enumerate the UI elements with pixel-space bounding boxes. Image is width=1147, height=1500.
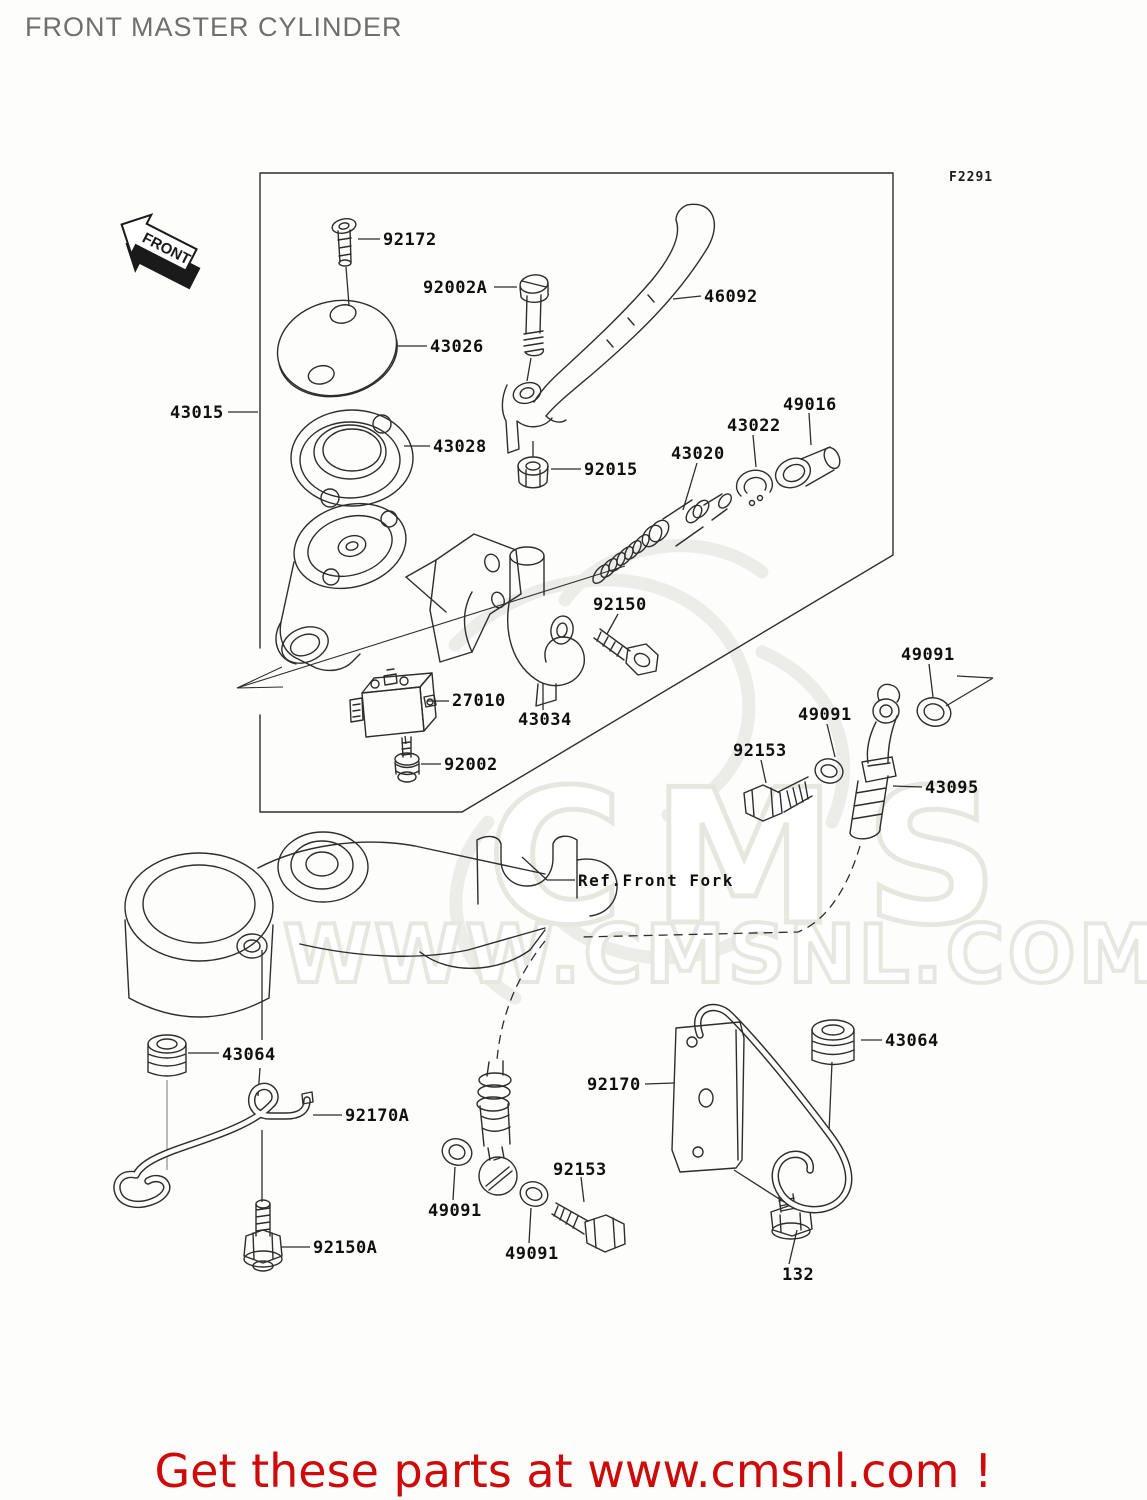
part-label-43015[interactable]: 43015 bbox=[170, 404, 224, 422]
part-label-92150A[interactable]: 92150A bbox=[313, 1239, 377, 1257]
drawing-grommet-43064-right bbox=[812, 1020, 854, 1065]
watermark-url-text: WWW.CMSNL.COM bbox=[283, 908, 1147, 1001]
drawing-circlip-43022 bbox=[737, 470, 773, 505]
part-label-92002[interactable]: 92002 bbox=[444, 756, 498, 774]
drawing-switch-27010 bbox=[350, 669, 436, 737]
part-label-46092[interactable]: 46092 bbox=[704, 288, 758, 306]
part-label-92153-bottom[interactable]: 92153 bbox=[553, 1161, 607, 1179]
ref-front-fork-label[interactable]: Ref.Front Fork bbox=[578, 872, 734, 890]
drawing-washer-49091-top-right bbox=[914, 694, 954, 730]
drawing-bracket-92170 bbox=[672, 1008, 849, 1210]
part-label-49091-top-right[interactable]: 49091 bbox=[901, 646, 955, 664]
front-arrow-icon: FRONT bbox=[105, 205, 212, 298]
page-title: FRONT MASTER CYLINDER bbox=[25, 12, 403, 43]
drawing-bushing-49016 bbox=[771, 445, 843, 493]
part-label-132[interactable]: 132 bbox=[782, 1266, 814, 1284]
part-label-49016[interactable]: 49016 bbox=[783, 396, 837, 414]
part-label-92153-right[interactable]: 92153 bbox=[733, 742, 787, 760]
drawing-diaphragm-43028 bbox=[291, 410, 413, 507]
part-label-92015[interactable]: 92015 bbox=[584, 461, 638, 479]
part-label-43026[interactable]: 43026 bbox=[430, 338, 484, 356]
part-label-49091-mid-right[interactable]: 49091 bbox=[798, 706, 852, 724]
part-label-92170[interactable]: 92170 bbox=[587, 1076, 641, 1094]
figure-code: F2291 bbox=[949, 170, 993, 185]
drawing-washer-49091-bottom-left bbox=[438, 1135, 475, 1170]
drawing-lever-46092 bbox=[502, 204, 714, 453]
part-label-49091-bottom-mid[interactable]: 49091 bbox=[505, 1245, 559, 1263]
part-label-43022[interactable]: 43022 bbox=[727, 417, 781, 435]
drawing-screw-92002 bbox=[395, 737, 419, 782]
drawing-cap-43026 bbox=[269, 290, 406, 408]
part-label-43034[interactable]: 43034 bbox=[518, 711, 572, 729]
drawing-hook-92170A bbox=[117, 1086, 313, 1204]
part-label-92170A[interactable]: 92170A bbox=[345, 1107, 409, 1125]
drawing-bolt-92150A bbox=[244, 1200, 282, 1271]
part-label-27010[interactable]: 27010 bbox=[452, 692, 506, 710]
part-label-43028[interactable]: 43028 bbox=[433, 438, 487, 456]
drawing-holder-43034 bbox=[508, 547, 585, 706]
part-label-92172[interactable]: 92172 bbox=[383, 231, 437, 249]
drawing-bolt-92002A bbox=[519, 273, 549, 356]
part-label-43020[interactable]: 43020 bbox=[671, 445, 725, 463]
drawing-master-cylinder-body-43015 bbox=[276, 491, 521, 671]
drawing-bolt-92153-bottom bbox=[552, 1203, 625, 1252]
part-label-49091-bottom-left[interactable]: 49091 bbox=[428, 1202, 482, 1220]
drawing-washer-49091-bottom-mid bbox=[517, 1178, 552, 1210]
drawing-hose-lower-joint bbox=[477, 1061, 517, 1195]
part-label-43064-left[interactable]: 43064 bbox=[222, 1046, 276, 1064]
drawing-nut-92015 bbox=[518, 457, 548, 488]
part-label-43064-right[interactable]: 43064 bbox=[885, 1032, 939, 1050]
drawing-screw-92150 bbox=[594, 629, 658, 675]
part-label-43095[interactable]: 43095 bbox=[925, 779, 979, 797]
drawing-grommet-43064-left bbox=[148, 1035, 186, 1076]
footer-promo-text: Get these parts at www.cmsnl.com ! bbox=[0, 1444, 1147, 1498]
part-label-92002A[interactable]: 92002A bbox=[423, 279, 487, 297]
drawing-screw-92172 bbox=[331, 217, 357, 266]
part-label-92150[interactable]: 92150 bbox=[593, 596, 647, 614]
